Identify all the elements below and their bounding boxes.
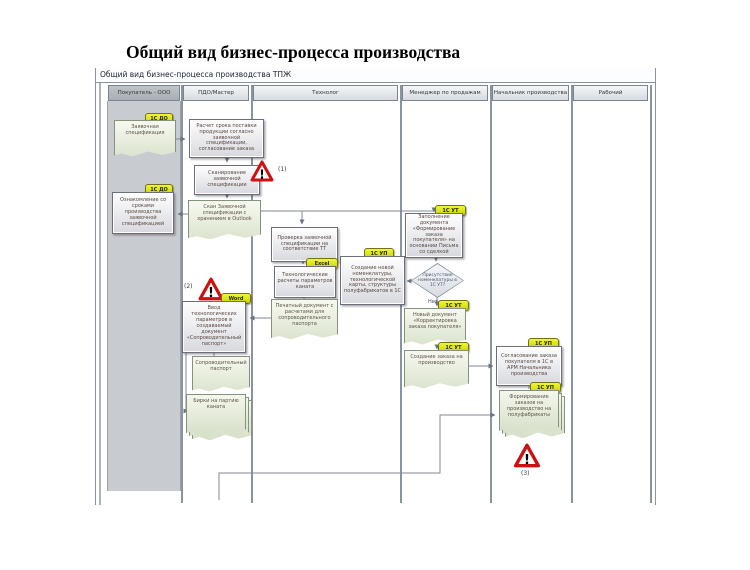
box-check-spec: Проверка заявочной спецификации на соотв… xyxy=(271,227,338,262)
doc-batch-labels-text: Бирки на партию каната xyxy=(186,394,246,435)
decision-no-label: Нет xyxy=(428,299,438,305)
doc-printed-calculations: Печатный документ с расчетами для сопров… xyxy=(271,299,338,340)
warning-icon: ! xyxy=(198,277,224,301)
diagram-title-bar: Общий вид бизнес-процесса производства Т… xyxy=(96,68,655,83)
lane-header-technologist: Технолог xyxy=(253,85,398,101)
box-tech-calculations: Технологические расчеты параметров канат… xyxy=(274,266,336,298)
lane-separator xyxy=(650,85,652,503)
doc-order-correction: Новый документ «Корректировка заказа пок… xyxy=(404,308,466,345)
box-familiarize-terms: Ознакомление со сроками производства зая… xyxy=(112,192,174,234)
warning-icon: ! xyxy=(250,160,274,182)
box-approve-order: Согласование заказа покупателя в 1С в АР… xyxy=(496,346,562,386)
lane-separator xyxy=(181,85,183,503)
svg-text:!: ! xyxy=(259,168,264,182)
svg-text:!: ! xyxy=(208,286,214,301)
page-title: Общий вид бизнес-процесса производства xyxy=(126,42,461,62)
box-calc-delivery-terms: Расчет срока поставки продукции согласно… xyxy=(189,119,264,158)
frame-inner-border xyxy=(99,68,101,505)
lane-header-pdo-master: ПДО/Мастер xyxy=(183,85,249,101)
box-create-nomenclature: Создание новой номенклатуры, технологиче… xyxy=(340,256,405,305)
lane-header-sales-manager: Менеджер по продажам xyxy=(402,85,488,101)
lane-separator xyxy=(251,85,253,503)
lane-separator xyxy=(490,85,492,503)
doc-scanned-spec: Скан Заявочной спецификации с хранением … xyxy=(188,200,261,240)
box-enter-tech-params: Ввод технологических параметров в создав… xyxy=(182,301,246,353)
box-fill-customer-order: Заполнение документа «Формирование заказ… xyxy=(405,213,463,258)
svg-text:!: ! xyxy=(524,452,530,468)
annotation-3: (3) xyxy=(521,470,530,477)
annotation-2: (2) xyxy=(184,283,193,290)
doc-semiproduct-orders: Формирование заказов на производство на … xyxy=(499,390,565,439)
doc-spec-request: Заявочная спецификация xyxy=(114,120,176,157)
buyer-lane-background xyxy=(107,101,181,491)
box-scan-spec: Сканирование заявочной спецификации xyxy=(194,165,260,195)
lane-header-worker: Рабочий xyxy=(573,85,648,101)
doc-passport: Сопроводительный паспорт xyxy=(192,356,250,392)
doc-semiproduct-orders-text: Формирование заказов на производство на … xyxy=(499,390,559,433)
doc-batch-labels: Бирки на партию каната xyxy=(186,394,252,441)
lane-header-production-chief: Начальник производства xyxy=(492,85,569,101)
lane-header-buyer: Покупатель - ООО xyxy=(108,85,180,101)
warning-icon: ! xyxy=(513,443,541,468)
annotation-1: (1) xyxy=(278,166,287,173)
lane-separator xyxy=(571,85,573,503)
doc-production-order: Создание заказа на производство xyxy=(404,350,469,389)
